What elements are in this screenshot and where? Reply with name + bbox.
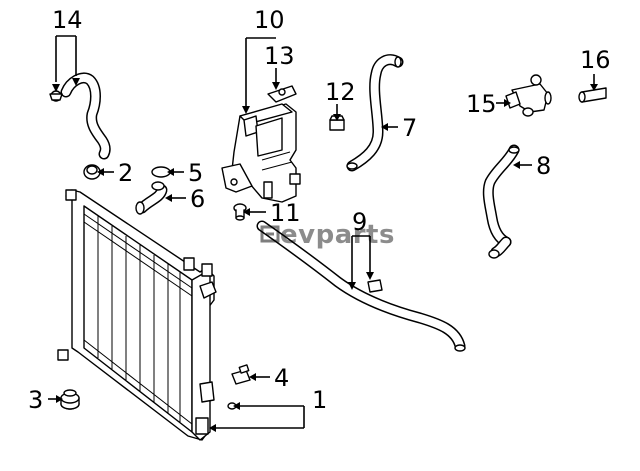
part-13-cap (267, 85, 297, 103)
leader-lines (48, 35, 595, 429)
callout-12: 12 (325, 78, 356, 106)
callout-5: 5 (188, 159, 203, 187)
part-16-sleeve (578, 87, 607, 103)
callout-15: 15 (466, 90, 497, 118)
callout-14: 14 (52, 6, 83, 34)
callout-9: 9 (352, 208, 367, 236)
callout-13: 13 (264, 42, 295, 70)
callout-16: 16 (580, 46, 611, 74)
callout-7: 7 (402, 114, 417, 142)
callout-4: 4 (274, 364, 289, 392)
callout-10: 10 (254, 6, 285, 34)
callout-labels: 14 10 13 12 7 15 16 8 2 5 6 11 9 4 1 3 (28, 6, 611, 414)
callout-1: 1 (312, 386, 327, 414)
part-7-hose (346, 54, 404, 172)
part-6-hose (135, 181, 168, 215)
callout-2: 2 (118, 159, 133, 187)
arrowheads (52, 78, 598, 432)
part-14-clamp (49, 90, 63, 102)
part-10-reservoir (221, 103, 301, 203)
callout-11: 11 (270, 199, 301, 227)
callout-6: 6 (190, 185, 205, 213)
part-14-hose (60, 72, 111, 160)
part-8-hose (482, 144, 520, 259)
watermark: evparts (260, 220, 395, 250)
part-15-fitting (505, 74, 552, 117)
callout-3: 3 (28, 386, 43, 414)
part-4-sensor (231, 364, 251, 385)
radiator (57, 189, 217, 441)
watermark-text: evparts (280, 220, 395, 250)
ev-badge-icon (260, 225, 280, 243)
part-9-hose (256, 220, 466, 352)
part-9-clip (367, 279, 383, 293)
part-3-mount (60, 389, 80, 410)
part-11-bolt (233, 203, 247, 221)
callout-8: 8 (536, 152, 551, 180)
